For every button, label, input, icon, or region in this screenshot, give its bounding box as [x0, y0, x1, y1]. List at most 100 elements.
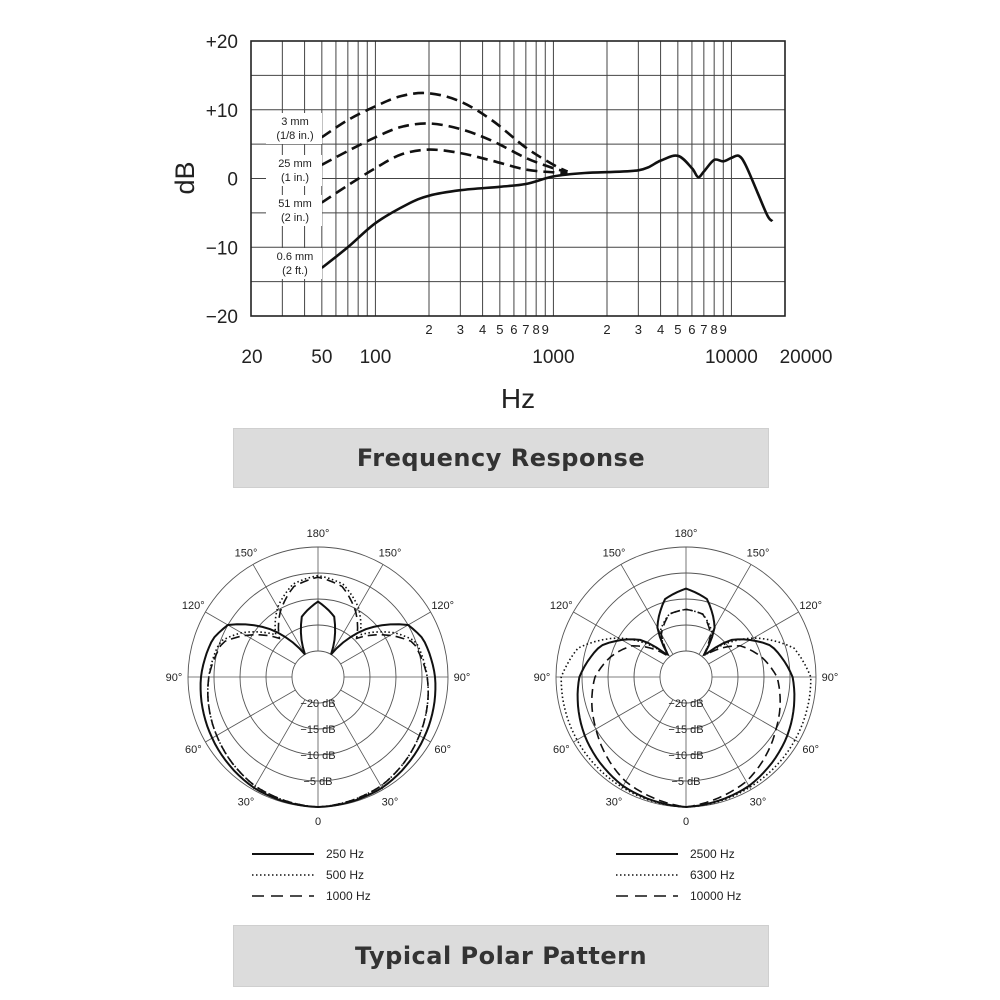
polar-pattern-title: Typical Polar Pattern: [354, 942, 648, 970]
frequency-series-line: [320, 154, 774, 269]
polar-series-line: [576, 587, 796, 809]
annotation-background: [266, 195, 322, 226]
ring-db-label: −15 dB: [300, 724, 335, 736]
y-axis-label: dB: [170, 161, 200, 194]
curve-annotation-label: (2 in.): [281, 212, 309, 224]
frequency-response-chart: [250, 40, 786, 317]
ring-db-label: −15 dB: [668, 724, 703, 736]
angle-label: 30°: [238, 797, 255, 809]
angle-label: 150°: [379, 547, 402, 559]
x-minor-tick-label: 6: [510, 322, 517, 337]
x-minor-tick-label: 9: [720, 322, 727, 337]
plot-frame: [250, 40, 786, 317]
x-minor-tick-label: 8: [533, 322, 540, 337]
x-minor-tick-label: 5: [674, 322, 681, 337]
legend-label: 250 Hz: [326, 847, 364, 861]
curve-annotation-label: (1 in.): [281, 172, 309, 184]
ring-db-label: −20 dB: [668, 698, 703, 710]
curve-annotation-label: 0.6 mm: [277, 251, 314, 263]
polar-ring: [213, 572, 423, 782]
x-tick-label: 20000: [780, 347, 833, 368]
legend-label: 1000 Hz: [326, 889, 371, 903]
ring-db-label: −10 dB: [668, 750, 703, 762]
angle-label: 60°: [434, 744, 451, 756]
curve-annotation-label: 25 mm: [278, 158, 312, 170]
angle-label: 0: [683, 816, 689, 828]
angle-label: 120°: [182, 600, 205, 612]
curve-annotation-label: 3 mm: [281, 116, 309, 128]
frequency-response-title: Frequency Response: [356, 444, 646, 472]
x-minor-tick-label: 9: [542, 322, 549, 337]
y-tick-label: 0: [227, 170, 238, 191]
angle-label: 30°: [382, 797, 399, 809]
polar-pattern-banner: Typical Polar Pattern: [233, 925, 769, 987]
polar-ring: [291, 650, 345, 704]
x-minor-tick-label: 7: [522, 322, 529, 337]
legend-label: 6300 Hz: [690, 868, 735, 882]
angle-label: 0: [315, 816, 321, 828]
angle-label: 60°: [802, 744, 819, 756]
x-minor-tick-label: 3: [457, 322, 464, 337]
x-minor-tick-label: 4: [657, 322, 664, 337]
polar-pattern-chart: [187, 546, 449, 897]
polar-ring: [581, 572, 791, 782]
ring-db-label: −5 dB: [303, 776, 332, 788]
curve-annotation-label: 51 mm: [278, 198, 312, 210]
annotation-background: [266, 113, 322, 144]
angle-label: 60°: [185, 744, 202, 756]
ring-db-label: −10 dB: [300, 750, 335, 762]
angle-label: 180°: [307, 528, 330, 540]
curve-annotation-label: (2 ft.): [282, 265, 308, 277]
angle-label: 30°: [606, 797, 623, 809]
x-minor-tick-label: 3: [635, 322, 642, 337]
frequency-series-line: [321, 148, 568, 204]
x-minor-tick-label: 5: [496, 322, 503, 337]
angle-label: 180°: [675, 528, 698, 540]
polar-ring: [633, 624, 739, 730]
angle-label: 150°: [235, 547, 258, 559]
polar-series-line: [590, 608, 782, 808]
y-tick-label: −10: [206, 238, 238, 259]
angle-label: 150°: [747, 547, 770, 559]
y-tick-label: +20: [206, 32, 238, 53]
legend-label: 2500 Hz: [690, 847, 735, 861]
legend-label: 10000 Hz: [690, 889, 741, 903]
x-minor-tick-label: 2: [425, 322, 432, 337]
angle-label: 30°: [750, 797, 767, 809]
y-tick-label: +10: [206, 101, 238, 122]
angle-label: 90°: [454, 672, 471, 684]
angle-label: 90°: [822, 672, 839, 684]
polar-ring: [239, 598, 397, 756]
angle-label: 120°: [431, 600, 454, 612]
polar-series-line: [199, 600, 437, 809]
x-minor-tick-label: 4: [479, 322, 486, 337]
x-tick-label: 20: [241, 347, 262, 368]
polar-series-line: [207, 576, 429, 808]
x-minor-tick-label: 8: [711, 322, 718, 337]
angle-label: 120°: [550, 600, 573, 612]
angle-label: 60°: [553, 744, 570, 756]
x-minor-tick-label: 7: [700, 322, 707, 337]
polar-ring: [265, 624, 371, 730]
y-tick-label: −20: [206, 307, 238, 328]
frequency-series-line: [321, 122, 568, 173]
x-minor-tick-label: 2: [603, 322, 610, 337]
x-tick-label: 50: [311, 347, 332, 368]
angle-label: 120°: [799, 600, 822, 612]
angle-label: 90°: [166, 672, 183, 684]
frequency-series-line: [321, 91, 569, 173]
x-axis-label: Hz: [501, 383, 535, 414]
polar-ring: [659, 650, 713, 704]
x-minor-tick-label: 6: [688, 322, 695, 337]
x-tick-label: 10000: [705, 347, 758, 368]
ring-db-label: −5 dB: [671, 776, 700, 788]
annotation-background: [266, 248, 322, 279]
polar-ring: [607, 598, 765, 756]
legend-label: 500 Hz: [326, 868, 364, 882]
angle-label: 150°: [603, 547, 626, 559]
x-tick-label: 1000: [532, 347, 574, 368]
polar-pattern-chart: [555, 546, 817, 897]
angle-label: 90°: [534, 672, 551, 684]
annotation-background: [266, 155, 322, 186]
